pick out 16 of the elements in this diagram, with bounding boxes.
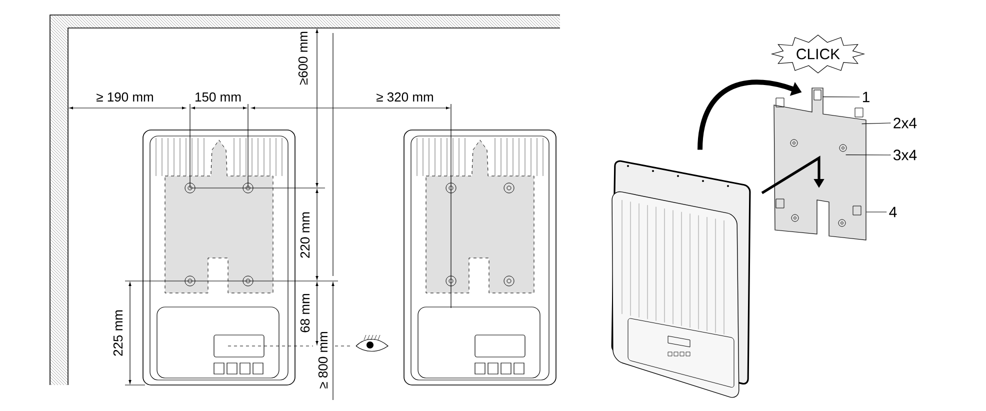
dimension-label: ≥ 320 mm bbox=[376, 92, 433, 102]
callout-number: 4 bbox=[889, 206, 897, 218]
callout-number: 1 bbox=[862, 92, 870, 102]
leader-line bbox=[822, 96, 860, 98]
dimension-label: 150 mm bbox=[196, 92, 241, 102]
leader-line bbox=[862, 122, 891, 124]
callout-number: 3x4 bbox=[893, 150, 917, 160]
dimension-label: ≥ 190 mm bbox=[96, 92, 153, 102]
dimension-label: 225 mm bbox=[113, 310, 123, 356]
dimension-label: ≥ 800 mm bbox=[318, 332, 328, 388]
dimension-label: 220 mm bbox=[300, 212, 310, 258]
leader-line bbox=[846, 154, 891, 156]
dimension-label: ≥600 mm bbox=[298, 32, 308, 85]
callout-number: 2x4 bbox=[894, 118, 917, 128]
dimension-label: 68 mm bbox=[300, 294, 310, 332]
inverter-drawing bbox=[611, 160, 751, 398]
